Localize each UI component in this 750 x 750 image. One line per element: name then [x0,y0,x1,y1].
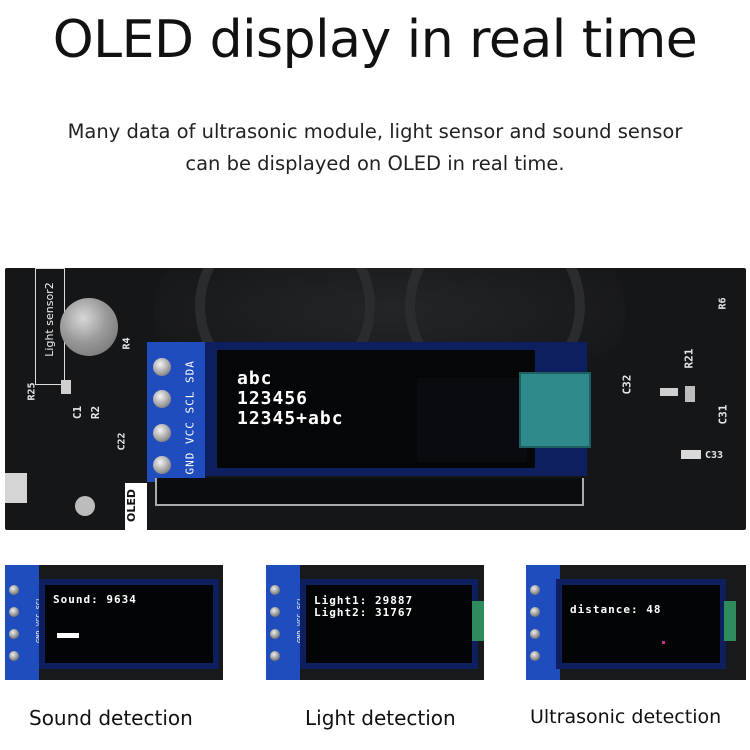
oled-line-2: 123456 [237,388,309,409]
silk-r4: R4 [121,337,133,350]
smd-part [660,388,678,396]
thumb-sound: GND VCC SCL SDA Sound: 9634 [5,565,223,680]
silk-r25: R25 [26,382,38,401]
oled-line-1: abc [237,368,273,389]
thumb-screen: Light1: 29887 Light2: 31767 [300,579,478,669]
silk-r2: R2 [89,405,103,420]
pin [153,424,171,442]
light-sensor-icon [60,298,118,356]
pin [270,651,280,661]
pin [270,607,280,617]
screen-reflection [417,378,527,462]
thumb-pin-header: GND VCC SCL SDA [5,565,51,680]
thumb-pin-header: GND VCC SCL SDA [266,565,312,680]
pin [530,651,540,661]
thumb-screen: distance: 48 [556,579,726,669]
pin [270,585,280,595]
pin [153,456,171,474]
silk-c31: C31 [716,404,730,425]
thumb-pin-header: GND VCC SCL SDA [526,565,572,680]
subtitle-line-2: can be displayed on OLED in real time. [185,152,565,175]
smd-part [681,450,701,459]
smd-part [685,386,695,402]
thumb-screen-text: Light1: 29887 Light2: 31767 [314,594,414,619]
pin [9,629,19,639]
thumb-connector [724,601,736,641]
thumb-screen-text: distance: 48 [570,603,662,616]
silk-c32: C32 [620,374,634,395]
pin [530,629,540,639]
pin-labels: GND VCC SCL SDA [173,348,201,478]
light-sensor-label: Light sensor2 [43,282,56,357]
page-title: OLED display in real time [52,10,698,70]
smd-part [61,380,71,394]
screen-dot [662,641,665,644]
subtitle-line-1: Many data of ultrasonic module, light se… [67,120,683,143]
pin [9,585,19,595]
smd-part [5,473,27,503]
pin [530,585,540,595]
oled-label-box: OLED [125,483,147,530]
oled-connector [519,372,591,448]
silk-r6: R6 [717,297,729,310]
subtitle: Many data of ultrasonic module, light se… [0,116,750,180]
silk-r21: R21 [682,348,696,369]
sound-level-bar [57,633,79,638]
mount-hole [75,496,95,516]
caption-ultrasonic: Ultrasonic detection [530,706,722,728]
pin [270,629,280,639]
pin [153,358,171,376]
caption-light: Light detection [305,706,456,730]
oled-label: OLED [125,488,139,523]
silk-c33: C33 [705,450,724,461]
thumb-screen: Sound: 9634 [39,579,219,669]
oled-flex-cable [155,478,584,506]
oled-module: abc 123456 12345+abc [205,342,587,476]
pin [153,390,171,408]
thumb-light: GND VCC SCL SDA Light1: 29887 Light2: 31… [266,565,484,680]
pin [530,607,540,617]
thumb-screen-text: Sound: 9634 [53,593,137,606]
pin [9,607,19,617]
oled-line-3: 12345+abc [237,408,344,429]
board-photo: Light sensor2 R25 C1 R2 R4 C22 R21 C32 C… [5,268,746,530]
silk-c1: C1 [71,405,85,420]
thumb-connector [472,601,484,641]
caption-sound: Sound detection [29,706,193,730]
pin-header [147,342,205,482]
silk-c22: C22 [116,432,128,451]
pin-labels-text: GND VCC SCL SDA [183,360,197,475]
thumb-ultrasonic: GND VCC SCL SDA distance: 48 [526,565,746,680]
pin [9,651,19,661]
oled-screen: abc 123456 12345+abc [217,350,535,468]
